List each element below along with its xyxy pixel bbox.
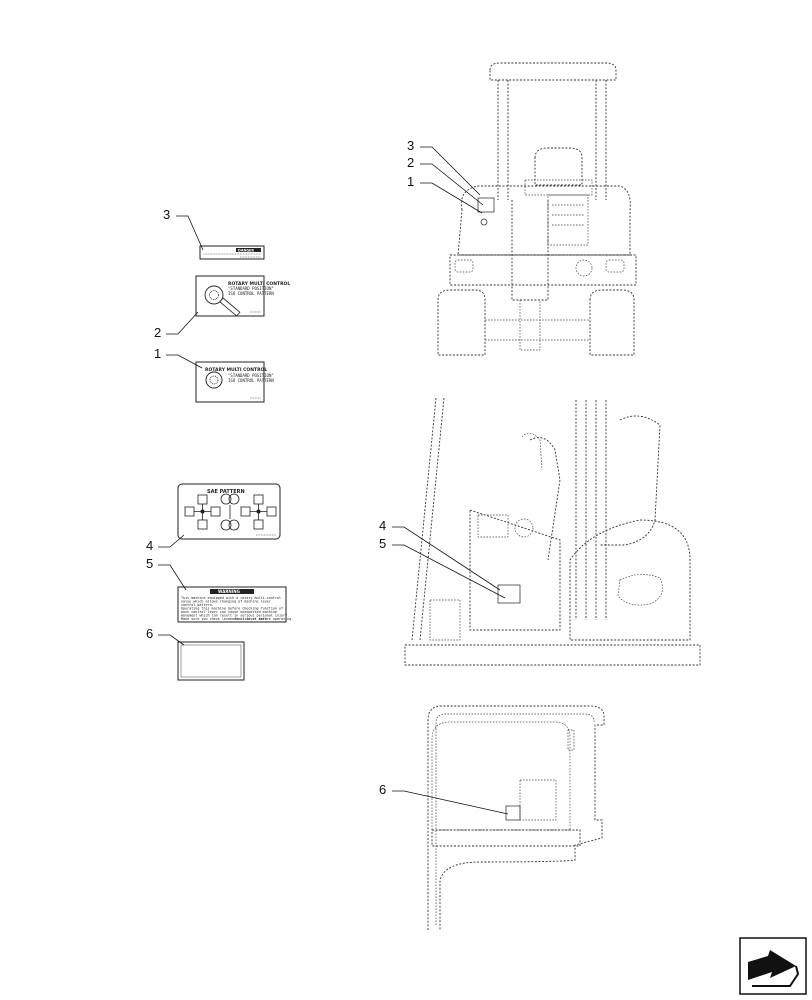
decal-1-sub2: ISO CONTROL PATTERN [228, 378, 274, 383]
decal-2-title: ROTARY MULTI CONTROL [228, 281, 290, 287]
decal-6-plate[interactable] [177, 641, 245, 681]
decal-danger-title: DANGER [238, 248, 254, 252]
callout-2[interactable]: 2 [154, 325, 161, 340]
view1-leader-1 [420, 182, 483, 214]
leader-5 [158, 564, 187, 591]
decal-1-title: ROTARY MULTI CONTROL [205, 367, 267, 373]
view1-callout-2[interactable]: 2 [407, 155, 414, 170]
decal-5-line7: Make sure you check lever function of ea… [181, 617, 267, 621]
decal-5-line2: valve which allows changing of machine l… [181, 600, 271, 604]
decal-5-line1: This machine equipped with a rotary mult… [181, 596, 281, 600]
leader-2 [166, 311, 199, 335]
decal-3-danger[interactable]: DANGER [199, 245, 265, 260]
callout-4[interactable]: 4 [146, 538, 153, 553]
decal-5-line6: movement which can result in serious per… [181, 614, 289, 618]
decal-5-warning[interactable]: WARNING This machine equipped with a rot… [177, 586, 293, 623]
decal-5-line3: control pattern. [181, 603, 214, 607]
view3-leader-6 [392, 790, 509, 815]
leader-4 [158, 534, 185, 548]
decal-5-line8: control lever before operating. [230, 617, 293, 621]
view2-leader-4 [392, 526, 501, 591]
callout-5[interactable]: 5 [146, 556, 153, 571]
view1-callout-1[interactable]: 1 [407, 174, 414, 189]
decal-1-sub: "STANDARD POSITION" [228, 373, 274, 378]
view2-leader-5 [392, 544, 506, 599]
decal-5-line4: Operating this machine before checking f… [181, 607, 283, 611]
callout-3[interactable]: 3 [163, 207, 170, 222]
view1-leader-2 [420, 163, 484, 206]
view3-callout-6[interactable]: 6 [379, 782, 386, 797]
decal-2-sub2: ISO CONTROL PATTERN [228, 291, 274, 296]
navigation-arrow-icon[interactable] [739, 937, 807, 995]
view1-callout-3[interactable]: 3 [407, 138, 414, 153]
view2-callout-4[interactable]: 4 [379, 518, 386, 533]
decal-5-title: WARNING [218, 589, 240, 594]
view2-callout-5[interactable]: 5 [379, 536, 386, 551]
decal-2-rotary-control[interactable]: ROTARY MULTI CONTROL "STANDARD POSITION"… [195, 275, 290, 317]
leader-6 [158, 634, 185, 646]
decal-1-rotary-control[interactable]: ROTARY MULTI CONTROL "STANDARD POSITION"… [195, 361, 274, 403]
view-cab-frame [427, 705, 605, 930]
view-rear-machine [437, 62, 637, 356]
view1-leader-3 [420, 146, 481, 196]
callout-6[interactable]: 6 [146, 626, 153, 641]
leader-3 [176, 215, 204, 251]
decal-2-sub: "STANDARD POSITION" [228, 286, 274, 291]
callout-1[interactable]: 1 [154, 346, 161, 361]
decal-4-sae-pattern[interactable]: SAE PATTERN [177, 483, 281, 540]
view-operator-station [404, 397, 701, 666]
leader-1 [166, 354, 203, 369]
decal-4-title: SAE PATTERN [207, 489, 245, 495]
decal-5-line5: each control lever can cause unexpected … [181, 610, 277, 614]
